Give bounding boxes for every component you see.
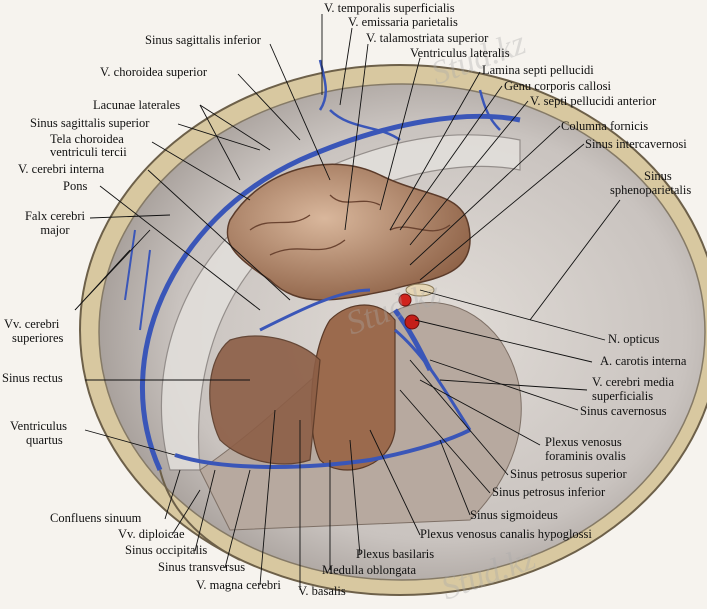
v-cerebri-interna [259,288,371,332]
label-sinus-petrosus-superior: Sinus petrosus superior [510,467,627,481]
label-vv-diploicae: Vv. diploicae [118,527,185,541]
label-v-temporalis-superficialis: V. temporalis superficialis [324,1,455,15]
a-carotis-interna-2 [404,314,420,330]
label-sinus-petrosus-inferior: Sinus petrosus inferior [492,485,606,499]
label-plexus-basilaris: Plexus basilaris [356,547,435,561]
leader-lines [74,14,621,590]
occipital-bone-edge [159,469,241,561]
label-plexus-venosus: Plexus venosus [545,435,622,449]
sinus-cavernosus [392,308,433,372]
label-plexus-venosus-canalis: Plexus venosus canalis hypoglossi [420,527,592,541]
label-sinus-transversus: Sinus transversus [158,560,246,574]
label-sinus-cavernosus: Sinus cavernosus [580,404,667,418]
label-superiores: superiores [12,331,64,345]
label-pons: Pons [63,179,88,193]
label-columna-fornicis: Columna fornicis [561,119,649,133]
a-carotis-interna [398,293,412,307]
label-tela-choroidea-2: ventriculi tercii [50,145,127,159]
label-superficialis: superficialis [592,389,654,403]
label-v-cerebri-media: V. cerebri media [592,375,675,389]
label-sinus-occipitalis: Sinus occipitalis [125,543,208,557]
label-v-choroidea-superior: V. choroidea superior [100,65,208,79]
label-sinus-intercavernosi: Sinus intercavernosi [585,137,687,151]
label-lacunae-laterales: Lacunae laterales [93,98,181,112]
label-sinus-rectus: Sinus rectus [2,371,63,385]
label-falx-cerebri: Falx cerebri [24,209,86,223]
label-quartus: quartus [26,433,63,447]
label-lamina-septi-pellucidi: Lamina septi pellucidi [482,63,594,77]
cerebral-hemisphere [226,163,471,301]
label-v-emissaria-parietalis: V. emissaria parietalis [348,15,458,29]
sinus-transversus [174,428,471,469]
label-n-opticus: N. opticus [608,332,660,346]
label-sphenoparietalis: sphenoparietalis [610,183,692,197]
label-sinus-sagittalis-inferior: Sinus sagittalis inferior [145,33,261,47]
superficial-veins [318,59,501,142]
label-v-talamostriata-superior: V. talamostriata superior [366,31,489,45]
label-tela-choroidea: Tela choroidea [50,132,124,146]
label-foraminis-ovalis: foraminis ovalis [545,449,626,463]
brain-sulci [249,194,451,256]
cerebellum-region [209,335,321,465]
vv-cerebri-superiores [124,229,151,331]
label-confluens-sinuum: Confluens sinuum [50,511,142,525]
label-genu-corporis-callosi: Genu corporis callosi [504,79,611,93]
label-a-carotis-interna: A. carotis interna [600,354,687,368]
label-v-basalis: V. basalis [298,584,346,598]
label-v-cerebri-interna: V. cerebri interna [18,162,105,176]
label-v-septi-pellucidi-anterior: V. septi pellucidi anterior [530,94,657,108]
label-falx-cerebri-major: major [40,223,70,237]
label-sinus-sigmoideus: Sinus sigmoideus [470,508,558,522]
label-v-magna-cerebri: V. magna cerebri [196,578,281,592]
sinus-petrosus [394,328,472,431]
label-sinus: Sinus [644,169,672,183]
label-medulla-oblongata: Medulla oblongata [322,563,417,577]
label-sinus-sagittalis-superior: Sinus sagittalis superior [30,116,150,130]
label-ventriculus: Ventriculus [10,419,67,433]
label-ventriculus-lateralis: Ventriculus lateralis [410,46,510,60]
label-vv-cerebri: Vv. cerebri [4,317,60,331]
